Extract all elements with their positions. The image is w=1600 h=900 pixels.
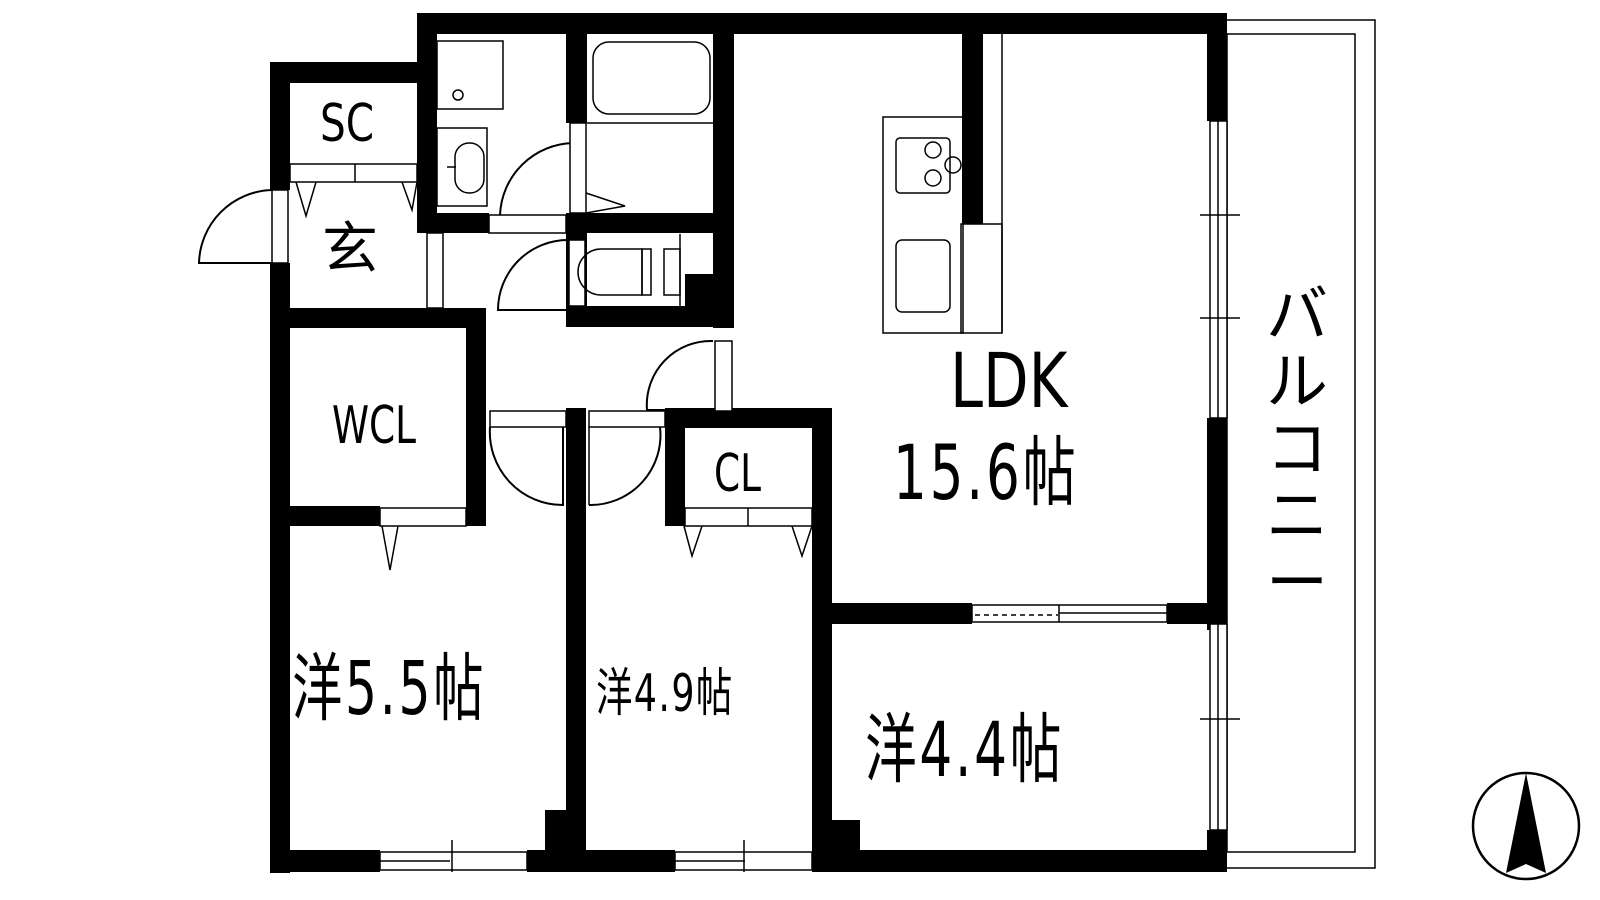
wash-basin-icon [436, 127, 488, 207]
balcony-char: コ [1265, 411, 1328, 485]
balcony-char: ー [1265, 545, 1328, 619]
balcony-char: ニ [1265, 478, 1328, 552]
room-label-western-3: 洋4.4帖 [865, 705, 1065, 794]
room-label-shoe-closet: SC [320, 94, 375, 154]
balcony-char: ル [1265, 344, 1328, 418]
kitchen-sink-icon [895, 239, 951, 313]
room-label-closet: CL [714, 444, 762, 504]
room-label-entrance: 玄 [322, 217, 378, 282]
room-label-western-2: 洋4.9帖 [596, 664, 734, 724]
room-size-ldk: 15.6帖 [893, 428, 1079, 517]
room-label-balcony: バ ル コ ニ ー [1262, 278, 1332, 619]
washing-machine-icon [436, 40, 504, 110]
doors [197, 122, 813, 571]
room-label-ldk: LDK [950, 336, 1068, 425]
kitchen-counter [882, 34, 1003, 334]
balcony [1226, 19, 1376, 869]
balcony-char: バ [1265, 278, 1328, 351]
north-compass-icon [1471, 771, 1581, 881]
stove-icon [895, 137, 962, 194]
toilet-icon [577, 234, 681, 306]
bathtub-icon [587, 41, 713, 124]
room-label-walk-in-closet: WCL [332, 396, 417, 456]
outer-walls [270, 13, 1227, 873]
room-label-western-1: 洋5.5帖 [292, 646, 487, 732]
interior-walls [270, 13, 1227, 872]
windows [379, 120, 1240, 872]
